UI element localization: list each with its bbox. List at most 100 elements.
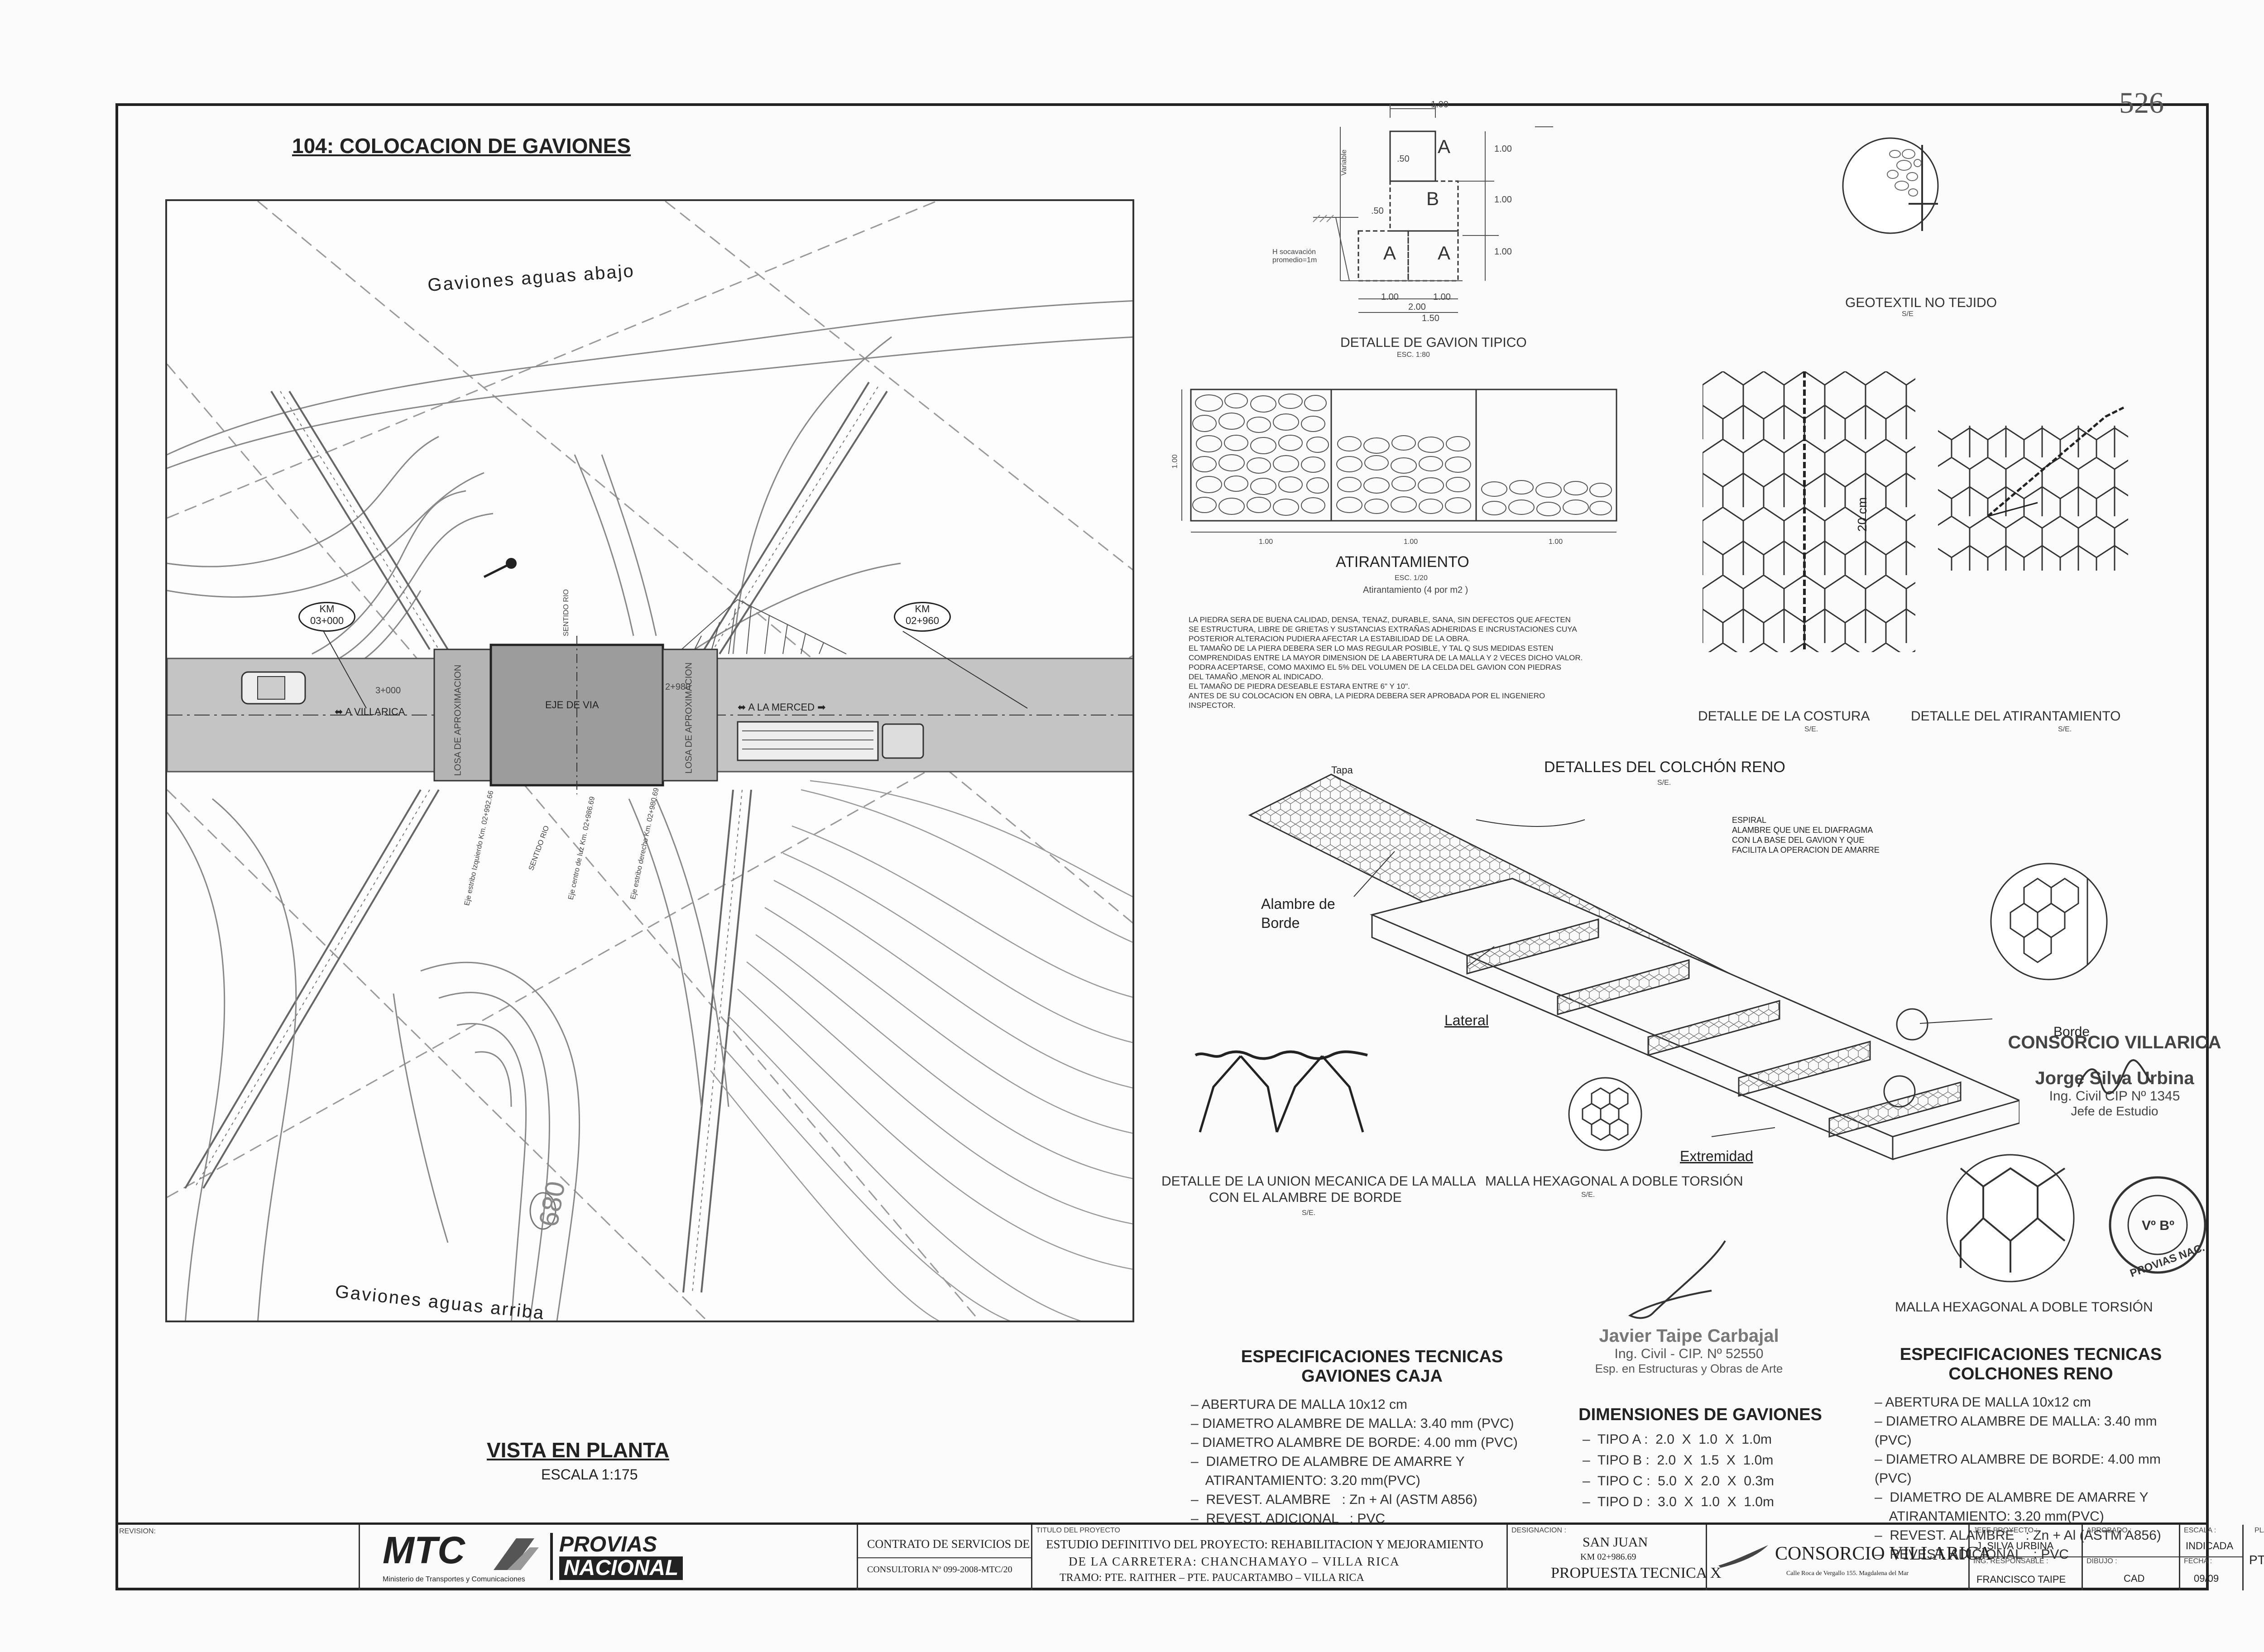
atir-detail-scale: S/E.: [2058, 725, 2072, 733]
tb-jefe: JEFE PROYECTO : J. SILVA URBINA ING. RES…: [1970, 1525, 2083, 1590]
costura-scale: S/E.: [1804, 725, 1818, 733]
stamp-taipe-cip: Ing. Civil - CIP. Nº 52550: [1614, 1346, 1764, 1361]
stamp-taipe-role: Esp. en Estructuras y Obras de Arte: [1595, 1362, 1783, 1375]
direction-right: ⬌ A LA MERCED ➡: [738, 701, 826, 713]
tb-consorcio-name: CONSORCIO VILLARICA: [1775, 1543, 1992, 1564]
union-scale: S/E.: [1302, 1209, 1316, 1217]
title-block: REVISION: MTC Ministerio de Transportes …: [115, 1522, 2264, 1590]
spec-reno: ESPECIFICACIONES TECNICAS COLCHONES RENO…: [1875, 1345, 2187, 1564]
reno-espiral-line: CON LA BASE DEL GAVION Y QUE: [1732, 836, 1865, 845]
spec-reno-item: – DIAMETRO ALAMBRE DE MALLA: 3.40 mm (PV…: [1875, 1414, 2157, 1448]
gavion-dim-50a: .50: [1397, 154, 1410, 164]
axis-label: EJE DE VIA: [545, 699, 599, 711]
tb-plano-label: PLANO Nº: [2254, 1527, 2264, 1534]
tb-divider: [858, 1557, 1032, 1558]
reno-espiral-line: FACILITA LA OPERACION DE AMARRE: [1732, 845, 1880, 855]
tb-contrato-line1: CONTRATO DE SERVICIOS DE: [867, 1537, 1030, 1551]
reno-zoom-circle-top: [1990, 863, 2108, 980]
gavion-cell-a1: A: [1438, 136, 1451, 157]
note-line: INSPECTOR.: [1189, 701, 1236, 710]
spec-gaviones-item: – REVEST. ALAMBRE : Zn + Al (ASTM A856): [1191, 1492, 1477, 1507]
stamp-consorcio-company: CONSORCIO VILLARICA: [2008, 1032, 2221, 1052]
reno-tapa: Tapa: [1331, 764, 1353, 776]
direction-right-label: A LA MERCED: [748, 701, 815, 713]
dimensiones-gaviones: DIMENSIONES DE GAVIONES – TIPO A : 2.0 X…: [1560, 1405, 1841, 1513]
spec-gaviones: ESPECIFICACIONES TECNICAS GAVIONES CAJA …: [1191, 1347, 1553, 1528]
tb-escala-value: INDICADA: [2186, 1540, 2234, 1551]
stamp-taipe-name: Javier Taipe Carbajal: [1599, 1326, 1779, 1346]
station-left: 3+000: [375, 686, 401, 696]
tb-dibujo-label: DIBUJO :: [2087, 1557, 2117, 1565]
spec-reno-item: ATIRANTAMIENTO: 3.20 mm(PVC): [1875, 1509, 2104, 1524]
reno-mattress-drawing: [1248, 773, 2019, 1161]
reno-espiral-line: ESPIRAL: [1732, 816, 1767, 825]
reno-alambre-borde-line1: Alambre de: [1261, 896, 1335, 912]
station-right: 2+980: [665, 682, 691, 692]
tb-titulo-line3: TRAMO: PTE. RAITHER – PTE. PAUCARTAMBO –…: [1060, 1572, 1364, 1584]
atir-mesh-drawing: [1938, 406, 2128, 571]
consorcio-logo-mark: [1718, 1545, 1768, 1568]
reno-espiral-note: ESPIRAL ALAMBRE QUE UNE EL DIAFRAGMA CON…: [1732, 815, 1880, 855]
direction-left: ⬌ A VILLARICA: [335, 706, 405, 717]
gavion-dim-right1: 1.00: [1494, 144, 1512, 154]
geotextil-caption: GEOTEXTIL NO TEJIDO: [1845, 295, 1997, 310]
dimensiones-item: – TIPO C : 5.0 X 2.0 X 0.3m: [1583, 1474, 1774, 1489]
malla-small-caption: MALLA HEXAGONAL A DOBLE TORSIÓN: [1485, 1174, 1743, 1189]
spec-gaviones-item: – DIAMETRO ALAMBRE DE MALLA: 3.40 mm (PV…: [1191, 1416, 1514, 1431]
tb-designacion-label: DESIGNACION :: [1511, 1527, 1566, 1534]
tb-consorcio-address: Calle Roca de Vergallo 155. Magdalena de…: [1786, 1570, 1909, 1577]
spec-gaviones-title1: ESPECIFICACIONES TECNICAS: [1241, 1347, 1503, 1366]
sheet-title: 104: COLOCACION DE GAVIONES: [292, 134, 631, 158]
signature-taipe: [1628, 1240, 1726, 1319]
tb-titulo: TITULO DEL PROYECTO ESTUDIO DEFINITIVO D…: [1032, 1525, 1508, 1590]
tb-titulo-line1: ESTUDIO DEFINITIVO DEL PROYECTO: REHABIL…: [1046, 1537, 1483, 1551]
atirantamiento-sub: Atirantamiento (4 por m2 ): [1363, 585, 1468, 595]
reno-lateral: Lateral: [1444, 1012, 1489, 1028]
tb-ing-label: ING. RESPONSABLE :: [1973, 1557, 2048, 1565]
tb-jefe-label: JEFE PROYECTO :: [1973, 1527, 2038, 1534]
malla-small-scale: S/E.: [1581, 1191, 1595, 1199]
spec-reno-item: – REVEST. ALAMBRE : Zn + Al (ASTM A856): [1875, 1528, 2161, 1543]
reno-zoom-circle-bottom: [1946, 1154, 2075, 1282]
atir-dim-h: 1.00: [1171, 454, 1179, 469]
atirantamiento-scale: ESC. 1/20: [1395, 574, 1428, 582]
note-line: LA PIEDRA SERA DE BUENA CALIDAD, DENSA, …: [1189, 615, 1571, 624]
atirantamiento-drawing: [1181, 389, 1617, 533]
atirantamiento-caption: ATIRANTAMIENTO: [1336, 553, 1469, 571]
gavion-variable: Variable: [1340, 149, 1348, 176]
atir-dim-2: 1.00: [1404, 538, 1418, 546]
note-line: DEL TAMAÑO ,MENOR AL INDICADO.: [1189, 672, 1324, 681]
mtc-logo: MTC: [383, 1529, 465, 1571]
dimensiones-item: – TIPO B : 2.0 X 1.5 X 1.0m: [1583, 1453, 1774, 1468]
gavion-dim-50b: .50: [1371, 206, 1384, 216]
stamp-taipe: Javier Taipe Carbajal Ing. Civil - CIP. …: [1562, 1326, 1816, 1376]
plan-view-drawing: [167, 201, 1132, 1321]
note-line: EL TAMAÑO DE PIEDRA DESEABLE ESTARA ENTR…: [1189, 682, 1410, 691]
note-line: SE ESTRUCTURA, LIBRE DE GRIETAS Y SUSTAN…: [1189, 625, 1577, 634]
gavion-dim-top: 1.00: [1431, 100, 1449, 110]
tb-contrato-line2: CONSULTORIA Nº 099-2008-MTC/20: [867, 1565, 1012, 1575]
tb-fecha-value: 09/09: [2194, 1573, 2219, 1584]
spec-reno-item: – DIAMETRO ALAMBRE DE BORDE: 4.00 mm (PV…: [1875, 1452, 2161, 1486]
gavion-cell-a2: A: [1383, 242, 1396, 264]
tb-plano-value: PT-03-14: [2249, 1553, 2264, 1567]
round-stamp-provias: [2109, 1176, 2206, 1274]
provias-logo-line2: NACIONAL: [559, 1556, 683, 1580]
spec-gaviones-item: – DIAMETRO DE ALAMBRE DE AMARRE Y: [1191, 1454, 1465, 1469]
reno-borde: Borde: [2053, 1024, 2090, 1039]
signature-silva: [2077, 1059, 2152, 1095]
reno-alambre-borde-line2: Borde: [1261, 915, 1300, 931]
round-stamp-line2: Vº Bº: [2142, 1218, 2174, 1233]
mtc-logo-subtitle: Ministerio de Transportes y Comunicacion…: [383, 1575, 525, 1583]
tb-designacion-line2: KM 02+986.69: [1580, 1552, 1636, 1562]
spec-reno-item: – ABERTURA DE MALLA 10x12 cm: [1875, 1395, 2091, 1410]
malla-small-drawing: [1568, 1077, 1642, 1151]
tb-designacion-line3: PROPUESTA TECNICA X: [1551, 1565, 1722, 1581]
plan-view-frame: Gaviones aguas abajo Gaviones aguas arri…: [165, 199, 1134, 1322]
gavion-dim-right3: 1.00: [1494, 247, 1512, 257]
km-badge-left-line2: 03+000: [310, 615, 344, 626]
spec-gaviones-item: – DIAMETRO ALAMBRE DE BORDE: 4.00 mm (PV…: [1191, 1435, 1518, 1450]
atir-dim-3: 1.00: [1549, 538, 1563, 546]
sentido-rio-top: SENTIDO RIO: [562, 589, 571, 637]
dimensiones-title: DIMENSIONES DE GAVIONES: [1578, 1405, 1822, 1424]
